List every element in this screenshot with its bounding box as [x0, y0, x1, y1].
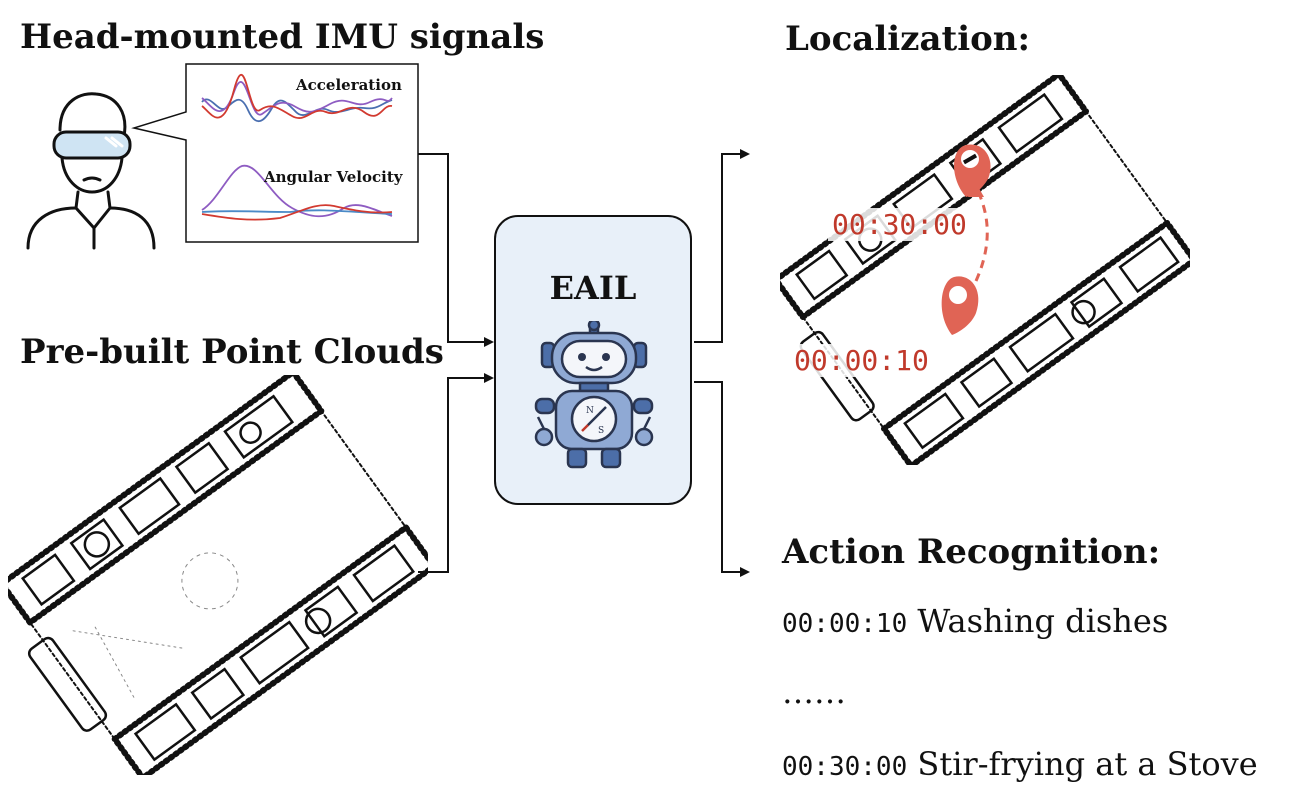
imu-signal-panel: Acceleration Angular Velocity — [131, 63, 419, 243]
pointcloud-heading: Pre-built Point Clouds — [20, 332, 444, 372]
svg-text:N: N — [586, 406, 594, 416]
localization-map — [780, 75, 1190, 465]
trajectory-arrow — [974, 186, 989, 282]
pin-end-icon — [954, 144, 991, 197]
robot-compass-icon: N S — [534, 321, 654, 469]
imu-heading: Head-mounted IMU signals — [20, 17, 545, 57]
imu-to-eail-arrow — [418, 153, 494, 347]
action-item-time: 00:00:10 — [782, 609, 908, 639]
angular-velocity-label: Angular Velocity — [263, 168, 404, 186]
eail-to-action-arrow — [694, 381, 750, 577]
action-item-label: …… — [782, 673, 846, 711]
eail-label: EAIL — [549, 269, 637, 307]
action-item-time: 00:30:00 — [782, 752, 908, 782]
localization-heading: Localization: — [785, 19, 1031, 59]
localization-time-end: 00:30:00 — [828, 208, 971, 241]
acceleration-plot — [201, 73, 393, 122]
pin-start-icon — [941, 276, 979, 335]
angular-velocity-plot — [201, 165, 393, 221]
action-recognition-heading: Action Recognition: — [782, 532, 1161, 572]
pointcloud-to-eail-arrow — [418, 373, 494, 573]
action-item-label: Washing dishes — [917, 602, 1169, 640]
eail-model-box: EAIL N S — [494, 215, 692, 505]
localization-time-start: 00:00:10 — [790, 344, 933, 377]
action-item: 00:30:00 Stir-frying at a Stove — [782, 748, 1258, 780]
eail-to-localization-arrow — [694, 149, 750, 343]
pointcloud-map — [8, 375, 428, 775]
action-item: …… — [782, 676, 846, 708]
acceleration-label: Acceleration — [295, 76, 402, 94]
person-headset-icon — [26, 92, 156, 250]
svg-text:S: S — [598, 426, 604, 436]
action-item: 00:00:10 Washing dishes — [782, 605, 1168, 637]
action-item-label: Stir-frying at a Stove — [917, 745, 1258, 783]
